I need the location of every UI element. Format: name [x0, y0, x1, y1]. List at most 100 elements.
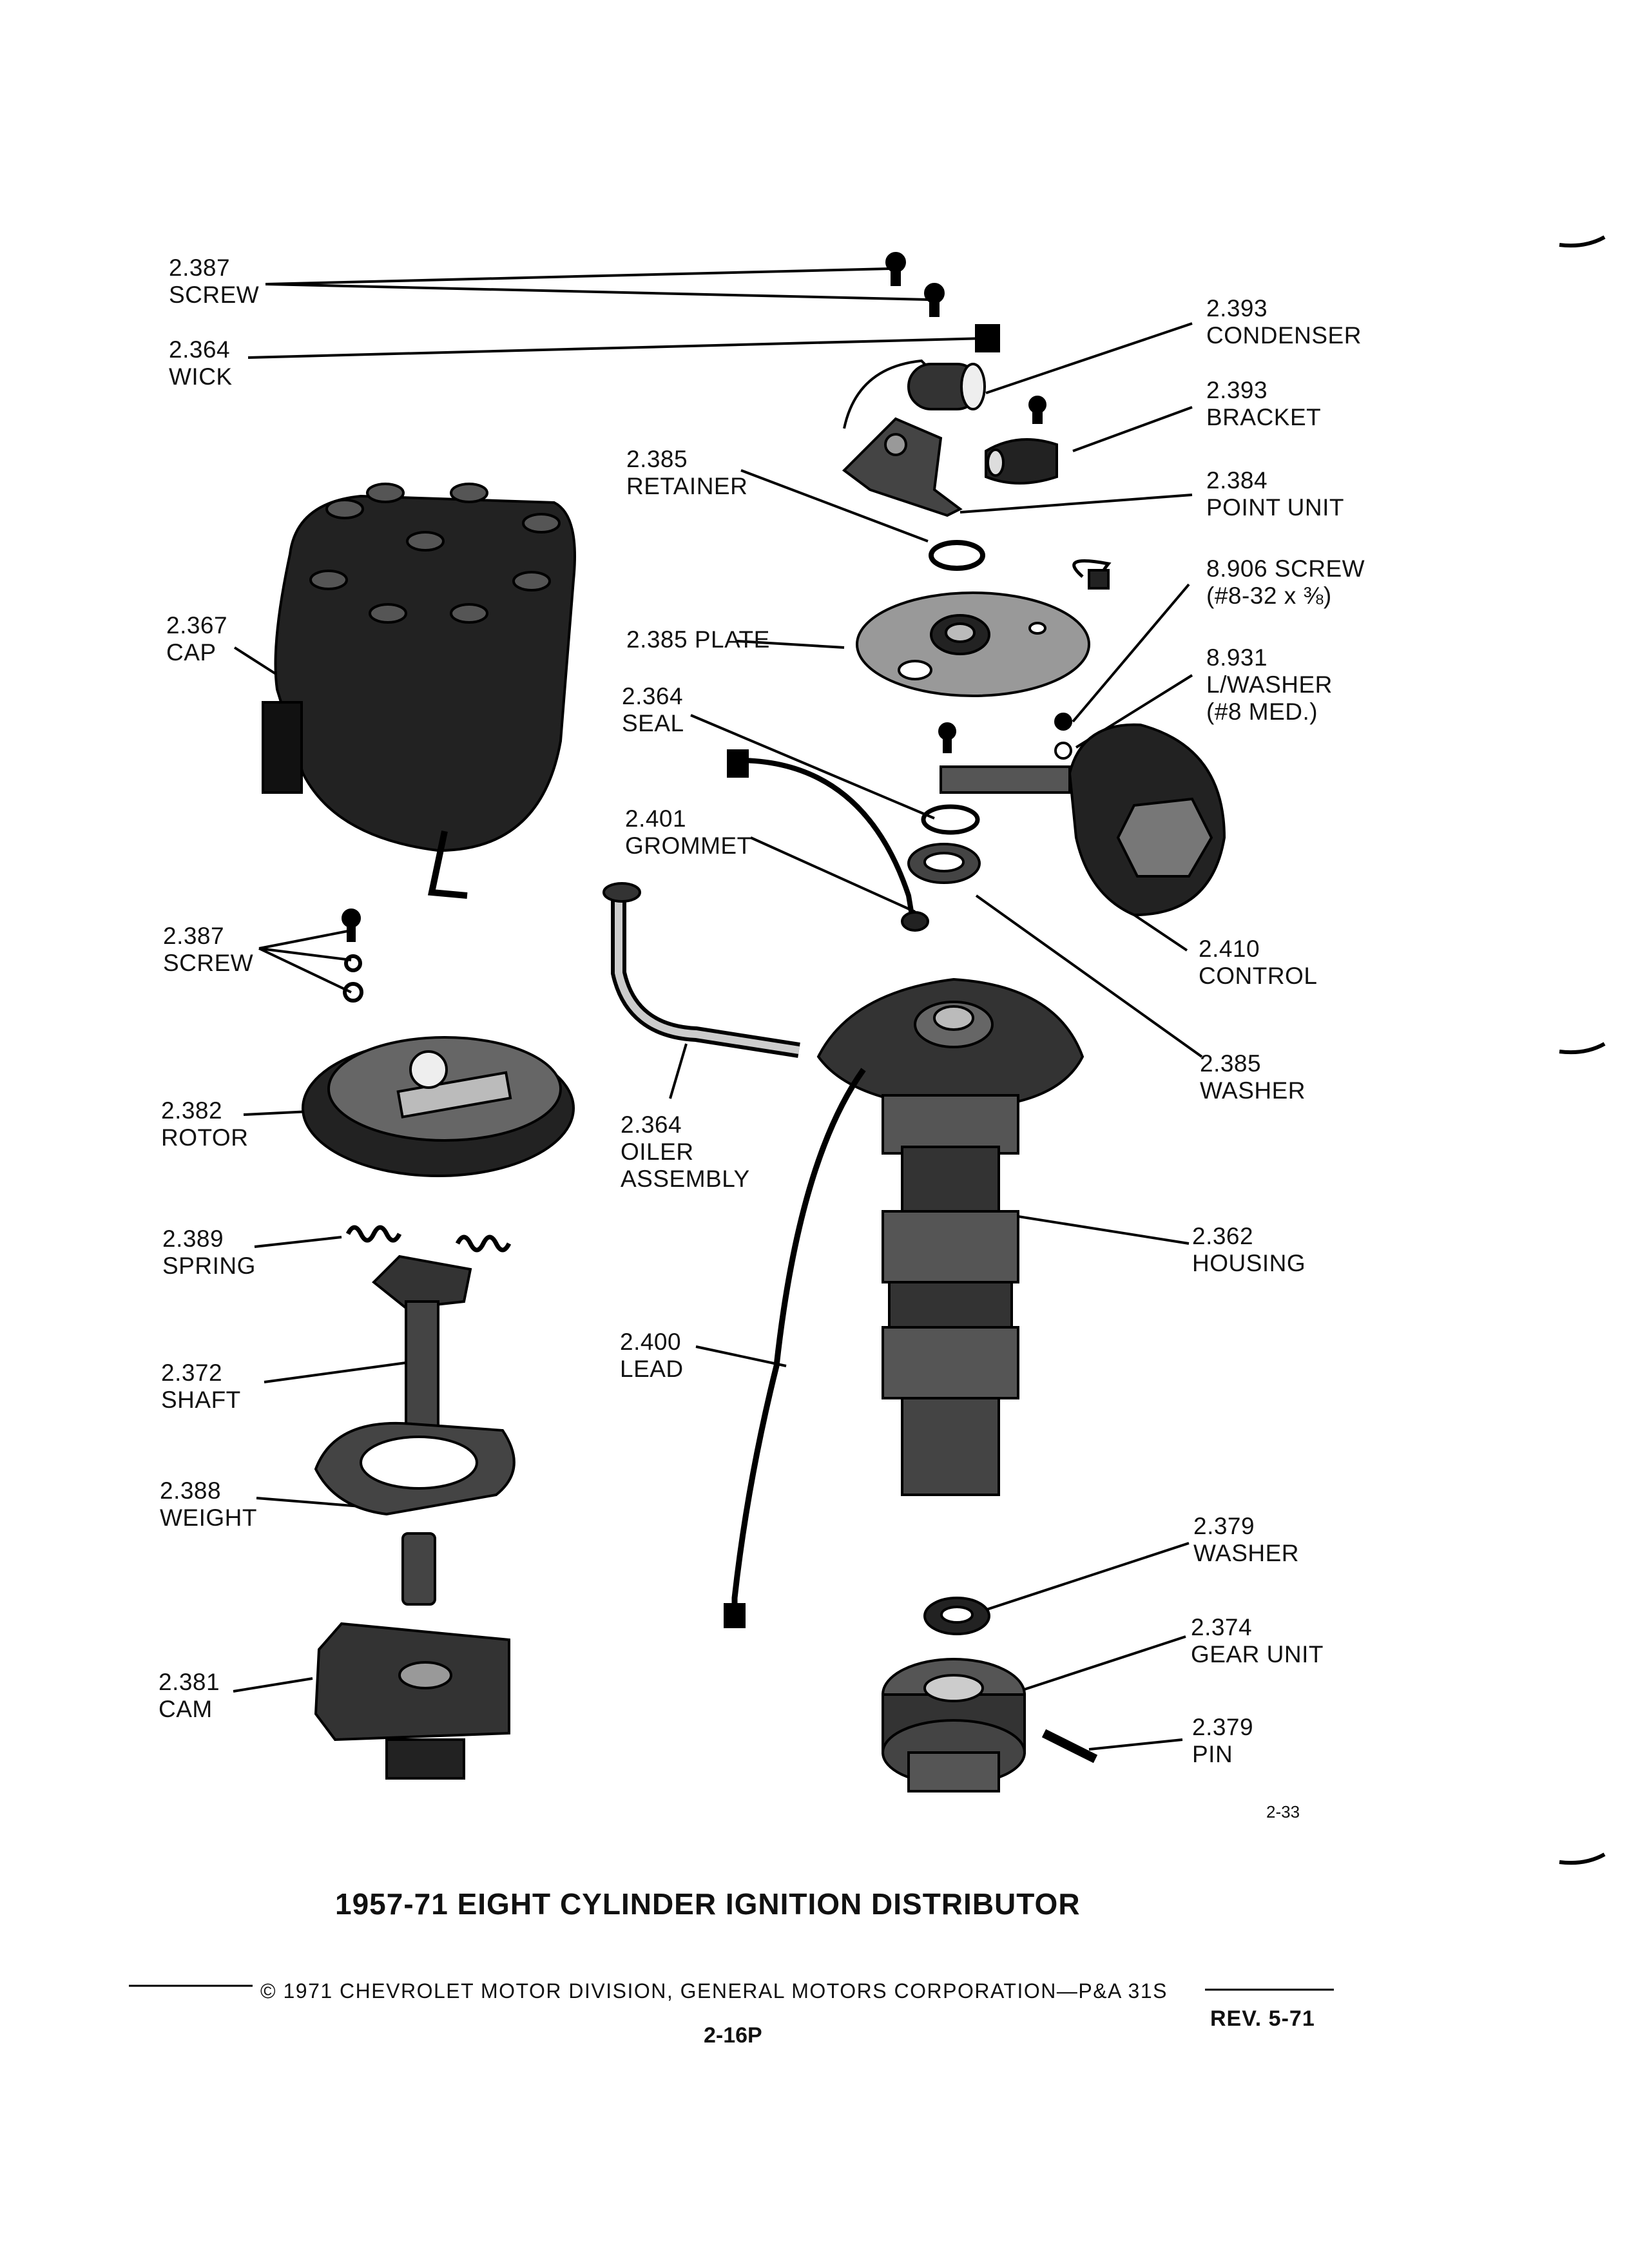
part-name: LEAD — [620, 1356, 684, 1382]
seal-icon — [921, 804, 980, 835]
vacuum-control-icon — [940, 723, 1226, 917]
label-screw-8906: 8.906 SCREW(#8-32 x ⅜) — [1206, 555, 1365, 610]
cam-icon — [314, 1622, 510, 1780]
part-number: 2.393 — [1206, 295, 1268, 322]
part-number: 2.364 — [169, 336, 231, 363]
part-number: 2.382 — [161, 1097, 223, 1124]
spring-icon-2 — [455, 1235, 512, 1253]
part-number: 2.374 — [1191, 1614, 1253, 1640]
part-name: PIN — [1192, 1741, 1233, 1767]
part-name: CAP — [166, 639, 217, 666]
part-name: POINT UNIT — [1206, 494, 1344, 521]
lead-wire-icon — [737, 758, 914, 916]
part-number: 2.385 — [1200, 1050, 1262, 1077]
part-name: WEIGHT — [160, 1504, 257, 1531]
rotor-screws-icon — [342, 908, 363, 1003]
grommet-icon — [901, 911, 929, 932]
part-number: 2.364 — [621, 1111, 682, 1138]
part-name: RETAINER — [626, 473, 748, 499]
wick-icon — [975, 324, 1000, 352]
part-number: 2.379 — [1193, 1513, 1255, 1539]
part-name: SHAFT — [161, 1387, 241, 1413]
washer-hole — [923, 852, 965, 872]
part-name: WICK — [169, 363, 233, 390]
part-number: 2.387 — [169, 255, 231, 281]
part-name: 8.906 SCREW — [1206, 555, 1365, 582]
copyright-line: © 1971 CHEVROLET MOTOR DIVISION, GENERAL… — [260, 1979, 1168, 2003]
part-name: CONTROL — [1199, 963, 1318, 989]
part-number: 2.364 — [622, 683, 684, 709]
primary-lead-icon — [731, 1068, 866, 1624]
part-name: SEAL — [622, 710, 684, 736]
part-name: WASHER — [1193, 1540, 1300, 1566]
part-name: L/WASHER — [1206, 671, 1333, 698]
part-number: 8.931 — [1206, 644, 1268, 671]
screw-icon — [885, 252, 945, 317]
plate-icon — [856, 559, 1112, 697]
footer-rules — [129, 1984, 1334, 1991]
point-unit-icon — [842, 417, 963, 517]
label-plate-2385: 2.385 PLATE — [626, 626, 770, 653]
part-number: 2.387 — [163, 923, 225, 949]
retainer-icon — [929, 540, 985, 571]
part-name: GEAR UNIT — [1191, 1641, 1324, 1667]
part-number: 2.385 — [626, 446, 688, 472]
part-name: SCREW — [163, 950, 254, 976]
part-name: WASHER — [1200, 1077, 1306, 1104]
part-number: 2.362 — [1192, 1223, 1254, 1249]
gear-washer-hole — [940, 1606, 974, 1624]
leader-lines — [233, 267, 1203, 1751]
lead-terminal-icon — [727, 749, 749, 778]
distributor-cap-icon — [262, 483, 576, 899]
part-number: 2.388 — [160, 1477, 222, 1504]
part-number: 2.381 — [159, 1669, 220, 1695]
page-number: 2-16P — [704, 2023, 762, 2048]
part-name: SPRING — [162, 1253, 256, 1279]
condenser-icon — [843, 359, 986, 429]
margin-marks — [1559, 235, 1606, 1865]
part-name: OILER — [621, 1139, 694, 1165]
weight-hole — [360, 1436, 478, 1490]
oiler-assembly-icon — [602, 882, 800, 1058]
part-name-2: ASSEMBLY — [621, 1166, 750, 1192]
part-number: 2.372 — [161, 1360, 223, 1386]
shaft-bushing-icon — [401, 1532, 436, 1606]
bracket-icon — [985, 396, 1058, 485]
figure-number: 2-33 — [1266, 1802, 1300, 1821]
part-name: 2.385 PLATE — [626, 626, 770, 653]
part-number: 2.400 — [620, 1329, 682, 1355]
part-number: 2.389 — [162, 1225, 224, 1252]
part-spec: (#8 MED.) — [1206, 698, 1318, 725]
rotor-icon — [302, 1036, 575, 1177]
distributor-housing-icon — [816, 977, 1084, 1496]
part-name: BRACKET — [1206, 404, 1322, 430]
part-name: GROMMET — [625, 832, 752, 859]
part-number: 2.401 — [625, 805, 687, 832]
figure-caption: 1957-71 EIGHT CYLINDER IGNITION DISTRIBU… — [335, 1887, 1081, 1921]
part-number: 2.384 — [1206, 467, 1268, 494]
part-name: SCREW — [169, 282, 260, 308]
